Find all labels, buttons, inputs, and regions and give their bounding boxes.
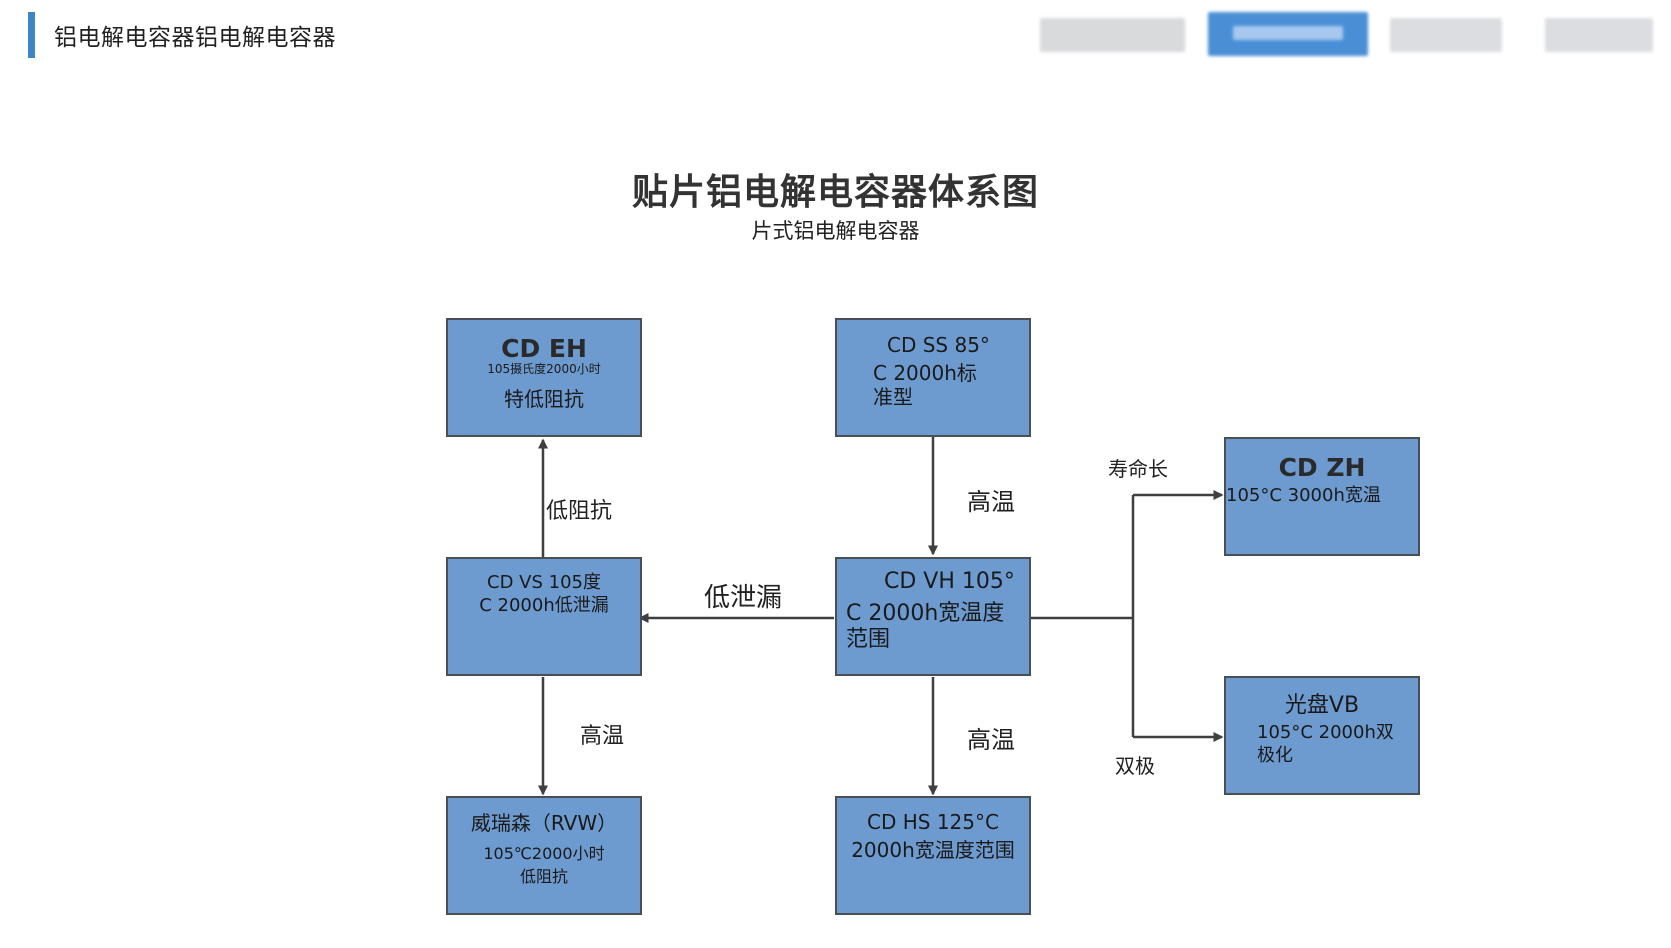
node-cd-eh-feature: 特低阻抗 bbox=[504, 387, 584, 411]
node-cd-eh-spec: 105摄氏度2000小时 bbox=[487, 362, 601, 376]
node-rvw-line2: 105℃2000小时 bbox=[483, 844, 605, 863]
node-cd-vh-line1: CD VH 105° bbox=[884, 569, 1015, 594]
edge-label-bipolar: 双极 bbox=[1115, 754, 1155, 778]
node-cd-hs: CD HS 125°C 2000h宽温度范围 bbox=[835, 796, 1031, 915]
top-header: 铝电解电容器铝电解电容器 bbox=[0, 0, 1671, 70]
node-rvw-line3: 低阻抗 bbox=[519, 867, 568, 886]
edge-label-high-temp-vh: 高温 bbox=[967, 726, 1015, 754]
edge-label-high-temp-ss: 高温 bbox=[967, 488, 1015, 516]
edge-label-high-temp-vs: 高温 bbox=[580, 724, 625, 749]
node-cd-hs-line2: 2000h宽温度范围 bbox=[851, 838, 1015, 862]
node-cd-ss-line2: C 2000h标 bbox=[873, 361, 977, 385]
node-cd-ss-line1: CD SS 85° bbox=[887, 333, 990, 357]
diagram-title: 贴片铝电解电容器体系图 bbox=[631, 172, 1039, 213]
node-cd-zh-spec: 105°C 3000h宽温 bbox=[1226, 485, 1381, 506]
node-vb-line2: 105°C 2000h双 bbox=[1257, 722, 1394, 743]
node-cd-ss-line3: 准型 bbox=[873, 385, 913, 409]
tab-4-blurred[interactable] bbox=[1545, 18, 1653, 52]
node-cd-vs-line1: CD VS 105度 bbox=[487, 572, 601, 593]
node-vb: 光盘VB 105°C 2000h双 极化 bbox=[1224, 676, 1420, 795]
edge-label-low-leakage: 低泄漏 bbox=[704, 583, 783, 613]
node-cd-vh-line2: C 2000h宽温度 bbox=[846, 601, 1005, 626]
node-cd-ss: CD SS 85° C 2000h标 准型 bbox=[835, 318, 1031, 437]
diagram-subtitle: 片式铝电解电容器 bbox=[751, 219, 920, 243]
page-title: 铝电解电容器铝电解电容器 bbox=[54, 25, 336, 51]
edge-label-low-impedance: 低阻抗 bbox=[546, 499, 613, 524]
node-cd-zh: CD ZH 105°C 3000h宽温 bbox=[1224, 437, 1420, 556]
tab-1-blurred[interactable] bbox=[1040, 18, 1185, 52]
node-rvw: 威瑞森（RVW） 105℃2000小时 低阻抗 bbox=[446, 796, 642, 915]
node-vb-line1: 光盘VB bbox=[1284, 693, 1360, 718]
node-cd-vh-line3: 范围 bbox=[846, 627, 891, 652]
node-cd-hs-line1: CD HS 125°C bbox=[867, 810, 999, 834]
node-cd-eh: CD EH 105摄氏度2000小时 特低阻抗 bbox=[446, 318, 642, 437]
node-rvw-line1: 威瑞森（RVW） bbox=[470, 811, 618, 835]
node-cd-vh: CD VH 105° C 2000h宽温度 范围 bbox=[835, 557, 1031, 676]
tab-2-active-blurred[interactable] bbox=[1208, 12, 1368, 56]
title-accent-bar bbox=[28, 12, 35, 58]
node-cd-vs-line2: C 2000h低泄漏 bbox=[479, 595, 609, 616]
node-cd-vs: CD VS 105度 C 2000h低泄漏 bbox=[446, 557, 642, 676]
node-cd-eh-name: CD EH bbox=[501, 334, 587, 363]
node-vb-line3: 极化 bbox=[1257, 745, 1293, 766]
node-cd-zh-name: CD ZH bbox=[1278, 453, 1366, 482]
edge-label-long-life: 寿命长 bbox=[1108, 457, 1168, 481]
tab-3-blurred[interactable] bbox=[1390, 18, 1502, 52]
